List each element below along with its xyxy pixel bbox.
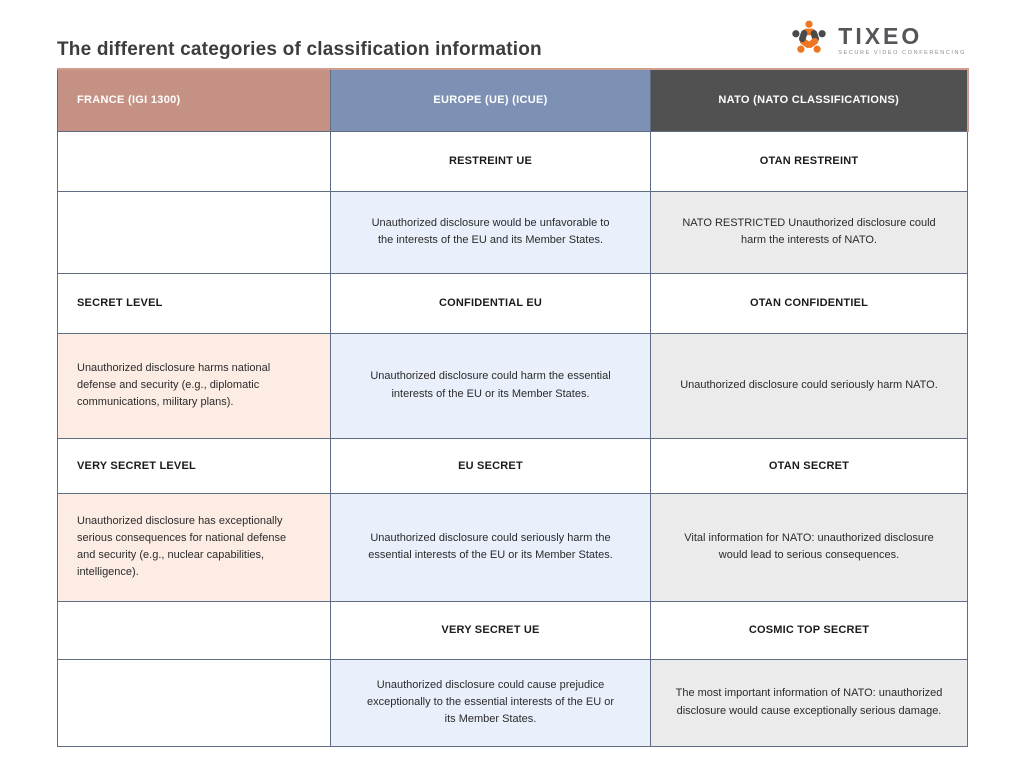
cell-nato-otan-restreint: OTAN RESTREINT — [650, 130, 968, 192]
cell-france-secret-desc: Unauthorized disclosure harms national d… — [57, 332, 331, 439]
cell-france-top-secret-desc — [57, 658, 331, 747]
table-row: VERY SECRET LEVEL EU SECRET OTAN SECRET — [57, 437, 968, 494]
cell-nato-restricted-desc: NATO RESTRICTED Unauthorized disclosure … — [650, 190, 968, 274]
table-row: SECRET LEVEL CONFIDENTIAL EU OTAN CONFID… — [57, 272, 968, 334]
cell-europe-restreint-desc: Unauthorized disclosure would be unfavor… — [330, 190, 651, 274]
cell-france-secret-level: SECRET LEVEL — [57, 272, 331, 334]
column-header-france: FRANCE (IGI 1300) — [57, 68, 331, 132]
cell-france-very-secret-desc: Unauthorized disclosure has exceptionall… — [57, 492, 331, 602]
classification-table: FRANCE (IGI 1300) EUROPE (UE) (ICUE) NAT… — [57, 68, 969, 747]
cell-europe-restreint-ue: RESTREINT UE — [330, 130, 651, 192]
table-header-row: FRANCE (IGI 1300) EUROPE (UE) (ICUE) NAT… — [57, 68, 969, 132]
logo-tagline: SECURE VIDEO CONFERENCING — [838, 49, 966, 56]
table-row: Unauthorized disclosure harms national d… — [57, 332, 968, 439]
column-header-nato: NATO (NATO CLASSIFICATIONS) — [650, 68, 969, 132]
cell-europe-eu-secret-desc: Unauthorized disclosure could seriously … — [330, 492, 651, 602]
cell-nato-otan-secret-desc: Vital information for NATO: unauthorized… — [650, 492, 968, 602]
cell-europe-very-secret-desc: Unauthorized disclosure could cause prej… — [330, 658, 651, 747]
cell-france-restricted-desc — [57, 190, 331, 274]
cell-europe-confidential-eu: CONFIDENTIAL EU — [330, 272, 651, 334]
cell-europe-very-secret-ue: VERY SECRET UE — [330, 600, 651, 660]
tixeo-wordmark: TIXEO SECURE VIDEO CONFERENCING — [838, 22, 966, 57]
cell-europe-eu-secret: EU SECRET — [330, 437, 651, 494]
page-title: The different categories of classificati… — [57, 38, 542, 60]
table-row: VERY SECRET UE COSMIC TOP SECRET — [57, 600, 968, 660]
cell-nato-otan-confidentiel: OTAN CONFIDENTIEL — [650, 272, 968, 334]
cell-france-top-secret-level — [57, 600, 331, 660]
cell-nato-confidentiel-desc: Unauthorized disclosure could seriously … — [650, 332, 968, 439]
cell-france-very-secret-level: VERY SECRET LEVEL — [57, 437, 331, 494]
cell-europe-confidential-desc: Unauthorized disclosure could harm the e… — [330, 332, 651, 439]
tixeo-logo: TIXEO SECURE VIDEO CONFERENCING — [787, 16, 966, 65]
table-row: RESTREINT UE OTAN RESTREINT — [57, 130, 968, 192]
tixeo-people-icon — [787, 16, 831, 65]
logo-name: TIXEO — [838, 22, 923, 49]
cell-nato-cosmic-top-secret: COSMIC TOP SECRET — [650, 600, 968, 660]
cell-france-restricted-level — [57, 130, 331, 192]
table-row: Unauthorized disclosure would be unfavor… — [57, 190, 968, 274]
table-row: Unauthorized disclosure could cause prej… — [57, 658, 968, 747]
column-header-europe: EUROPE (UE) (ICUE) — [330, 68, 651, 132]
cell-nato-cosmic-desc: The most important information of NATO: … — [650, 658, 968, 747]
cell-nato-otan-secret: OTAN SECRET — [650, 437, 968, 494]
table-row: Unauthorized disclosure has exceptionall… — [57, 492, 968, 602]
